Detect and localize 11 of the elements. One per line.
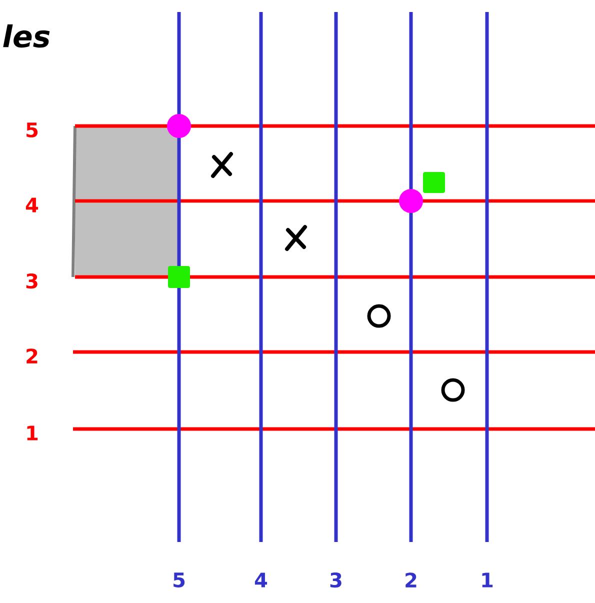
axis-label: 2 xyxy=(406,572,416,588)
axis-label: 4 xyxy=(26,198,38,212)
axis-label: 5 xyxy=(174,572,185,588)
axis-label: 3 xyxy=(330,572,342,588)
axis-label: 1 xyxy=(27,426,38,440)
axis-label: 5 xyxy=(26,122,38,138)
axis-label: 3 xyxy=(26,273,38,289)
axis-label: 1 xyxy=(482,572,493,588)
axis-label: 2 xyxy=(26,348,38,364)
axis-label: 4 xyxy=(254,572,268,588)
title-fragment: les xyxy=(3,24,50,48)
